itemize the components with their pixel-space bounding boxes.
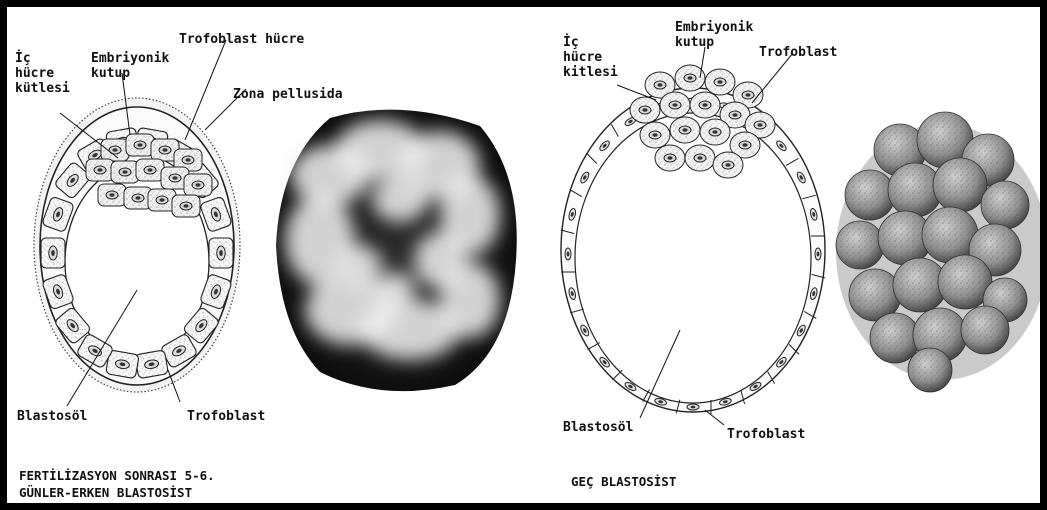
trophoblast-cell	[135, 350, 169, 379]
label-trofoblast-hucre: Trofoblast hücre	[179, 32, 304, 47]
micrograph-blob	[375, 272, 415, 308]
sem-cell	[933, 158, 987, 212]
inner-mass-cell	[101, 139, 129, 161]
sem-cell	[981, 181, 1029, 229]
sem-cell	[845, 170, 895, 220]
late-inner-mass-cell	[640, 122, 670, 148]
sem-cell	[908, 348, 952, 392]
inner-mass-cell	[111, 161, 139, 183]
early-blastocyst-diagram	[34, 98, 240, 392]
label-embriyonik-kutup-left: Embriyonik kutup	[91, 51, 169, 81]
early-blastocyst-micrograph	[276, 110, 517, 391]
sem-cell	[870, 313, 920, 363]
label-trofoblast-left: Trofoblast	[187, 409, 265, 424]
label-blastosol-right: Blastosöl	[563, 420, 633, 435]
late-inner-mass-cell	[655, 145, 685, 171]
inner-mass-cell	[86, 159, 114, 181]
label-ic-hucre-kitlesi-left: İç hücre kütlesi	[15, 51, 70, 96]
trophoblast-cell	[209, 238, 233, 268]
inner-mass-cell	[98, 184, 126, 206]
micrograph-blob	[338, 245, 382, 285]
late-inner-mass-cell	[630, 97, 660, 123]
late-inner-mass-cell	[670, 117, 700, 143]
trophoblast-cell	[41, 238, 65, 268]
sem-cell	[961, 306, 1009, 354]
inner-mass-cell	[172, 195, 200, 217]
late-blastocyst-sem-image	[836, 112, 1040, 392]
late-inner-mass-cell	[685, 145, 715, 171]
inner-mass-cell	[184, 174, 212, 196]
inner-mass-cell	[126, 134, 154, 156]
sem-cell	[836, 221, 884, 269]
label-blastosol-left: Blastosöl	[17, 409, 87, 424]
caption-early-line1: FERTİLİZASYON SONRASI 5-6.	[19, 468, 215, 483]
late-inner-mass-cell	[713, 152, 743, 178]
late-blastocyst-diagram	[561, 65, 825, 414]
label-zona-pellusida: Zona pellusida	[233, 87, 343, 102]
late-inner-mass-cell	[660, 92, 690, 118]
caption-late: GEÇ BLASTOSİST	[571, 474, 676, 489]
late-inner-mass-cell	[700, 119, 730, 145]
label-trofoblast-right-top: Trofoblast	[759, 45, 837, 60]
caption-early-line2: GÜNLER-ERKEN BLASTOSİST	[19, 485, 192, 500]
blastocyst-figure	[7, 7, 1040, 503]
micrograph-blob	[372, 178, 428, 222]
inner-mass-cell	[136, 159, 164, 181]
micrograph-blob	[414, 232, 466, 288]
label-embriyonik-kutup-right: Embriyonik kutup	[675, 20, 753, 50]
late-inner-mass-cell	[690, 92, 720, 118]
late-inner-mass-cell	[705, 69, 735, 95]
label-trofoblast-right-bottom: Trofoblast	[727, 427, 805, 442]
label-ic-hucre-kitlesi-right: İç hücre kitlesi	[563, 35, 618, 80]
